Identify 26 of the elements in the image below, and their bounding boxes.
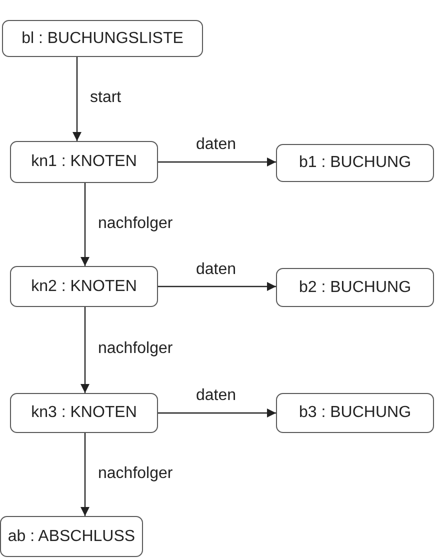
object-box bbox=[0, 516, 143, 557]
arrow bbox=[72, 57, 82, 141]
arrow bbox=[158, 282, 276, 291]
edge-label: nachfolger bbox=[97, 340, 174, 358]
object-name: kn3 : KNOTEN bbox=[31, 404, 137, 422]
object-name: b2 : BUCHUNG bbox=[298, 278, 412, 296]
object-name: kn1 : KNOTEN bbox=[31, 153, 137, 171]
arrow bbox=[80, 183, 90, 266]
object-box bbox=[276, 393, 434, 433]
arrow bbox=[158, 158, 276, 166]
arrow bbox=[80, 433, 90, 516]
edge-label: nachfolger bbox=[97, 214, 174, 232]
object-box bbox=[10, 266, 158, 307]
arrow bbox=[80, 307, 90, 393]
object-name: bl : BUCHUNGSLISTE bbox=[22, 30, 184, 48]
object-name: b1 : BUCHUNG bbox=[298, 154, 412, 172]
arrow bbox=[158, 408, 276, 418]
object-box bbox=[276, 268, 434, 307]
object-box bbox=[10, 141, 158, 183]
object-box bbox=[276, 144, 434, 182]
object-name: kn2 : KNOTEN bbox=[31, 278, 137, 296]
edge-label: nachfolger bbox=[97, 464, 174, 482]
object-name: b3 : BUCHUNG bbox=[298, 404, 412, 422]
object-box bbox=[10, 393, 158, 433]
object-box bbox=[2, 20, 203, 57]
object-name: ab : ABSCHLUSS bbox=[8, 528, 136, 546]
